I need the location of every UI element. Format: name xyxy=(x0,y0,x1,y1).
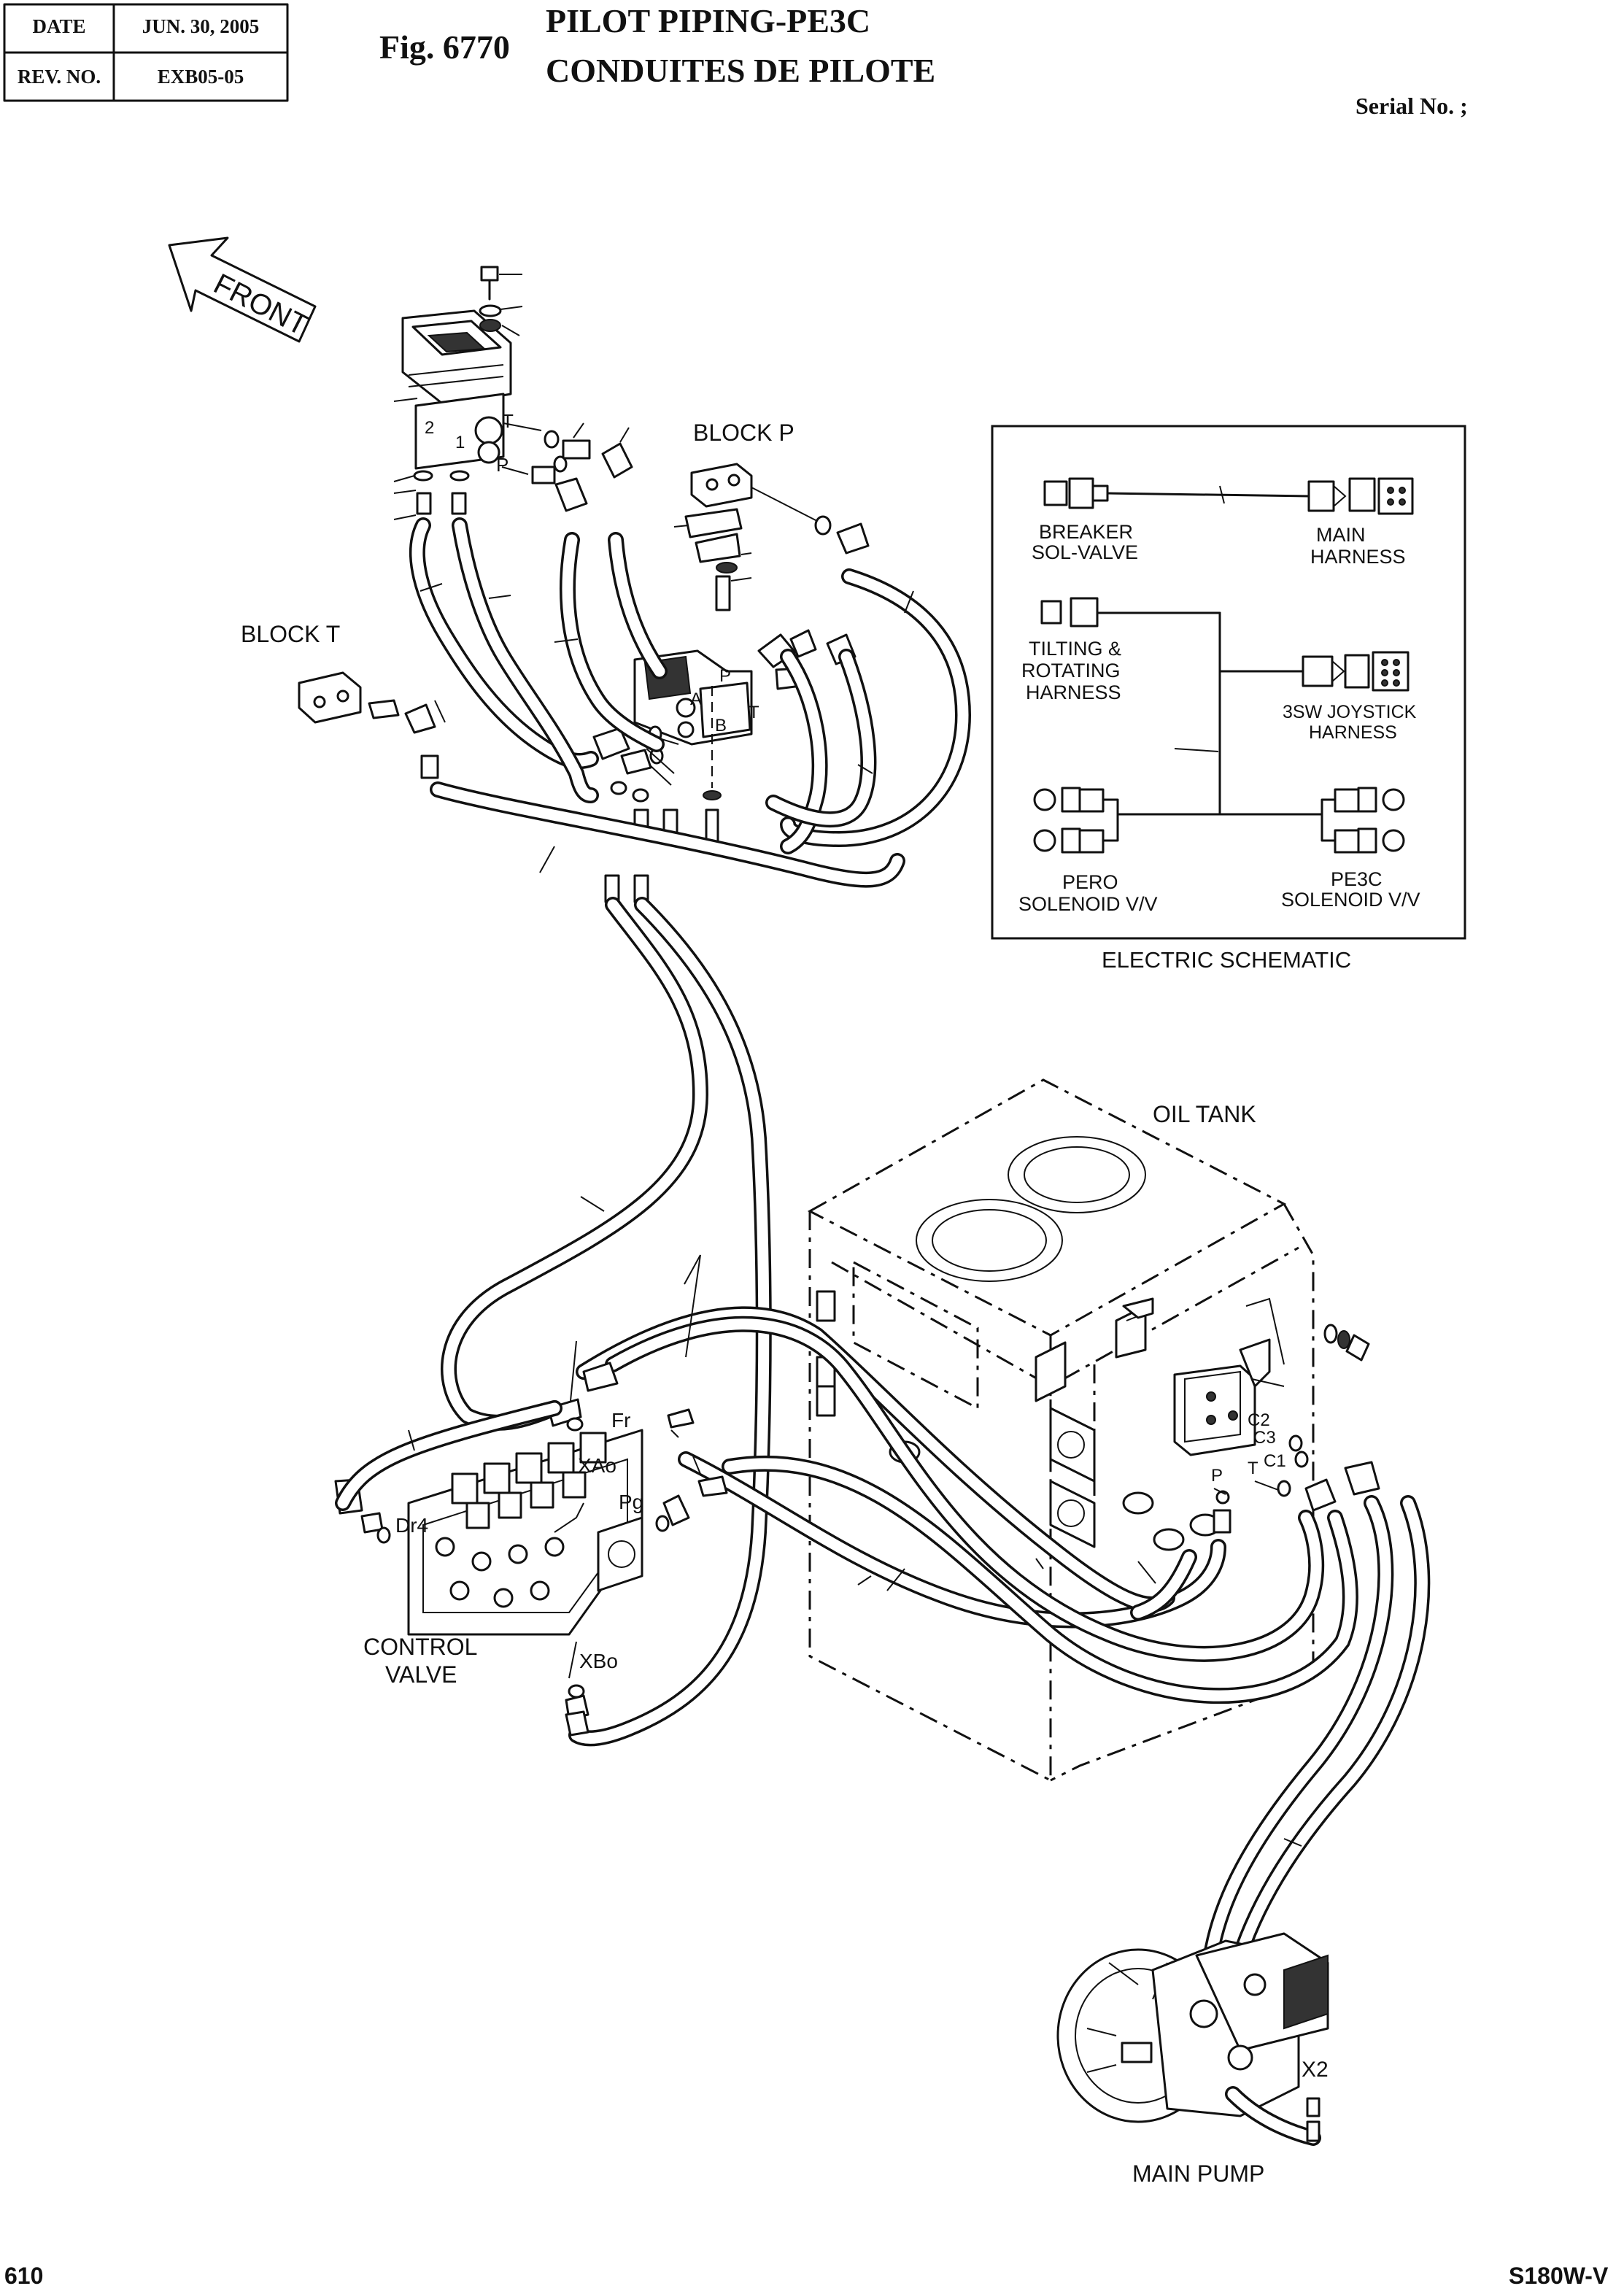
main-harness-label-2: HARNESS xyxy=(1310,546,1406,568)
tilting-label-3: HARNESS xyxy=(1026,681,1121,703)
port-p2-label: P xyxy=(719,666,731,686)
block-t-label: BLOCK T xyxy=(241,621,340,647)
port-pg-label: Pg xyxy=(619,1491,643,1513)
port-2-label: 2 xyxy=(425,418,434,438)
port-t2-label: T xyxy=(749,703,759,722)
schematic-title: ELECTRIC SCHEMATIC xyxy=(1102,947,1351,973)
model-number: S180W-V xyxy=(1509,2263,1609,2289)
pilot-hoses-to-control-valve xyxy=(441,874,772,1747)
tank-solenoid-valve: C2 C3 C1 T P xyxy=(1122,1297,1380,1534)
port-t3-label: T xyxy=(1248,1459,1258,1478)
joystick-label-1: 3SW JOYSTICK xyxy=(1283,702,1417,722)
main-harness-connector-icon xyxy=(1307,477,1414,515)
breaker-connector-icon xyxy=(1043,477,1109,509)
main-harness-label-1: MAIN xyxy=(1316,524,1366,546)
port-b-label: B xyxy=(715,716,727,735)
page-number: 610 xyxy=(4,2263,43,2289)
breaker-label-2: SOL-VALVE xyxy=(1032,541,1138,563)
pe3c-connectors-icon xyxy=(1334,787,1405,854)
title-french: CONDUITES DE PILOTE xyxy=(546,52,935,89)
port-a-label: A xyxy=(690,690,702,709)
title-english: PILOT PIPING-PE3C xyxy=(546,2,870,39)
port-p3-label: P xyxy=(1211,1466,1223,1486)
solenoid-valve-block: A B P T xyxy=(592,629,857,843)
pe3c-label-2: SOLENOID V/V xyxy=(1281,889,1420,911)
port-t-label: T xyxy=(502,410,514,432)
block-p: BLOCK P xyxy=(673,420,870,611)
pe3c-label-1: PE3C xyxy=(1331,868,1383,890)
joystick-connector-icon xyxy=(1302,651,1410,692)
port-xbo-label: XBo xyxy=(579,1650,618,1672)
upper-hoses xyxy=(409,517,971,888)
tilting-label-1: TILTING & xyxy=(1029,638,1121,660)
port-x2-label: X2 xyxy=(1302,2058,1329,2082)
block-p-label: BLOCK P xyxy=(693,420,794,446)
port-c2-label: C2 xyxy=(1248,1410,1270,1430)
date-value: JUN. 30, 2005 xyxy=(142,15,260,37)
port-1-label: 1 xyxy=(455,433,465,452)
control-valve-label-1: CONTROL xyxy=(363,1634,477,1660)
breaker-label-1: BREAKER xyxy=(1039,521,1133,543)
pero-label-1: PERO xyxy=(1062,871,1118,893)
oil-tank-label: OIL TANK xyxy=(1153,1101,1256,1127)
tilting-connector-icon xyxy=(1040,597,1099,627)
pilot-fittings xyxy=(393,422,633,520)
front-arrow-icon: FRONT xyxy=(168,236,317,343)
tilting-label-2: ROTATING xyxy=(1021,660,1121,681)
lower-hoses xyxy=(576,1306,1431,1963)
pilot-valve-assembly: 2 1 T P xyxy=(393,266,523,482)
port-c1-label: C1 xyxy=(1264,1451,1286,1471)
port-dr4-label: Dr4 xyxy=(395,1514,428,1537)
main-pump: X2 MAIN PUMP xyxy=(1056,1932,1329,2187)
fig-number: Fig. 6770 xyxy=(379,28,510,66)
date-label: DATE xyxy=(32,15,85,37)
port-p-label: P xyxy=(496,454,509,476)
main-pump-label: MAIN PUMP xyxy=(1132,2160,1264,2187)
electric-schematic: BREAKER SOL-VALVE MAIN HARNESS TILTING &… xyxy=(991,425,1466,973)
pero-label-2: SOLENOID V/V xyxy=(1018,893,1158,915)
revision-table: DATE JUN. 30, 2005 REV. NO. EXB05-05 xyxy=(3,3,289,102)
rev-value: EXB05-05 xyxy=(158,66,244,88)
port-fr-label: Fr xyxy=(611,1409,630,1432)
block-t: BLOCK T xyxy=(241,621,446,779)
control-valve-label-2: VALVE xyxy=(385,1661,457,1688)
rev-label: REV. NO. xyxy=(18,66,101,88)
joystick-label-2: HARNESS xyxy=(1309,722,1397,743)
port-xao-label: XAo xyxy=(578,1454,616,1477)
pero-connectors-icon xyxy=(1033,787,1105,854)
control-valve: CONTROL VALVE Fr XAo Pg Dr4 XBo xyxy=(334,1254,728,1737)
serial-number: Serial No. ; xyxy=(1356,93,1468,119)
port-c3-label: C3 xyxy=(1253,1428,1276,1448)
